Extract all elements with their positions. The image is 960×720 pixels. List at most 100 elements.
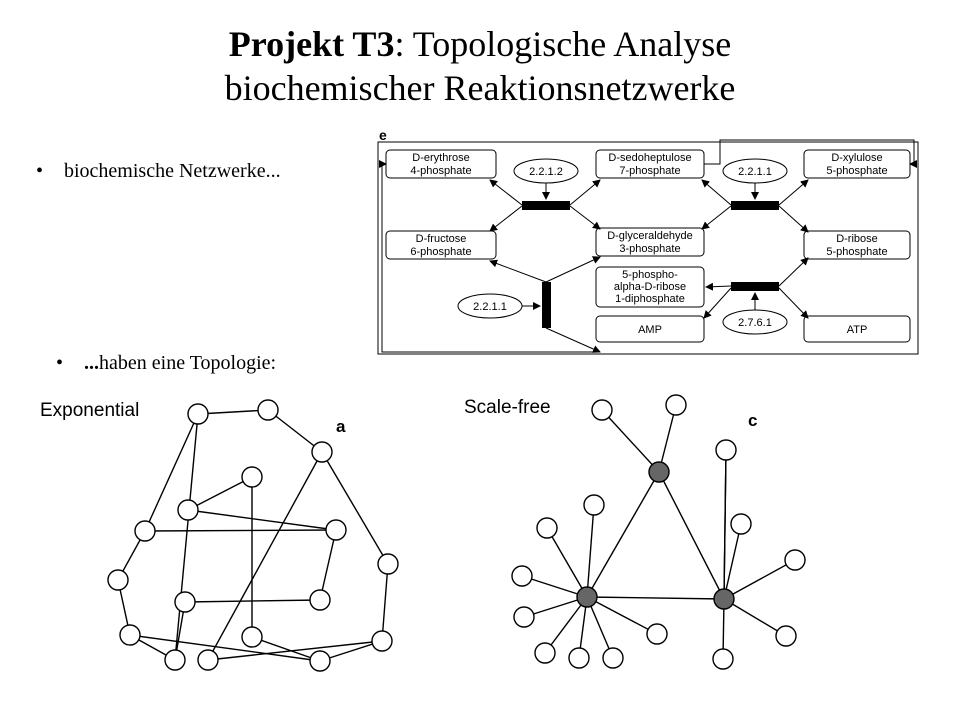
pathway-loop-arrows: [379, 139, 917, 353]
box-prpp: [595, 266, 705, 308]
network-node: [534, 642, 556, 664]
enzyme-label: 2.2.1.1: [473, 301, 507, 313]
title-bold: Projekt T3: [228, 24, 395, 64]
enzyme-label: 2.2.1.2: [529, 166, 563, 178]
box-label: D-sedoheptulose: [608, 152, 691, 164]
box-label: D-ribose: [836, 233, 878, 245]
network-node: [583, 494, 605, 516]
box-label: D-xylulose: [831, 152, 882, 164]
network-node: [309, 589, 331, 611]
network-edge: [586, 471, 660, 598]
network-edge: [187, 476, 253, 511]
network-edge: [197, 409, 269, 415]
network-edge: [174, 413, 199, 661]
network-edge: [523, 596, 588, 618]
bullet-symbol: •: [56, 352, 64, 374]
box-label: 1-diphosphate: [615, 293, 685, 305]
network-node: [646, 623, 668, 645]
network-edge: [586, 504, 595, 598]
network-edge: [144, 413, 199, 532]
exponential-panel-letter: a: [336, 417, 346, 436]
network-node: [511, 565, 533, 587]
network-edge: [586, 596, 614, 659]
bullet-prefix: ...: [84, 352, 99, 374]
network-node: [715, 439, 737, 461]
network-node: [377, 553, 399, 575]
title-rest: : Topologische Analyse: [394, 24, 732, 64]
network-edges: [117, 404, 796, 662]
hub-node: [648, 461, 670, 483]
network-node: [325, 519, 347, 541]
network-edge: [586, 596, 658, 635]
box-label: 5-phosphate: [826, 165, 887, 177]
network-node: [134, 520, 156, 542]
network-nodes: [107, 394, 806, 672]
network-node: [665, 394, 687, 416]
network-edge: [521, 575, 588, 598]
network-edge: [319, 640, 383, 662]
network-edge: [723, 449, 727, 600]
box-glyceraldehyde: [595, 227, 705, 257]
hub-node: [713, 588, 735, 610]
bullet-networks: • biochemische Netzwerke...: [36, 160, 281, 183]
network-edge: [207, 640, 383, 661]
box-label: ATP: [847, 324, 868, 336]
network-node: [241, 466, 263, 488]
pathway-frame: [377, 141, 919, 355]
reaction-bar: [542, 282, 551, 328]
network-node: [257, 399, 279, 421]
box-label: 6-phosphate: [410, 246, 471, 258]
reaction-bar: [731, 201, 779, 210]
network-node: [513, 606, 535, 628]
box-label: D-erythrose: [412, 152, 469, 164]
network-edge: [184, 599, 321, 603]
box-label: 4-phosphate: [410, 165, 471, 177]
network-node: [784, 549, 806, 571]
box-atp: [803, 315, 911, 343]
network-edge: [544, 596, 588, 654]
enzyme-label: 2.2.1.1: [738, 166, 772, 178]
network-node: [311, 441, 333, 463]
box-label: 3-phosphate: [619, 243, 680, 255]
network-edge: [723, 559, 796, 600]
box-label: alpha-D-ribose: [614, 281, 686, 293]
network-node: [197, 649, 219, 671]
box-fructose: [385, 230, 497, 260]
network-node: [309, 650, 331, 672]
bullet-topology: •...haben eine Topologie:: [56, 352, 276, 375]
bullet-symbol: •: [36, 160, 44, 182]
box-ribose: [803, 230, 911, 260]
network-node: [775, 625, 797, 647]
network-node: [107, 569, 129, 591]
pathway-arrows: [489, 179, 809, 353]
network-edge: [251, 636, 321, 662]
hub-node: [576, 586, 598, 608]
title-line-2: biochemischer Reaktionsnetzwerke: [224, 68, 736, 108]
network-node: [730, 513, 752, 535]
network-node: [536, 517, 558, 539]
network-edge: [658, 404, 677, 473]
reaction-bar: [731, 282, 779, 291]
network-node: [177, 499, 199, 521]
slide-title: Projekt T3: Topologische Analyse biochem…: [0, 22, 960, 110]
reaction-bar: [522, 201, 570, 210]
network-edge: [144, 529, 337, 532]
network-edge: [321, 451, 389, 565]
network-edge: [129, 634, 321, 662]
network-node: [187, 403, 209, 425]
network-edge: [319, 529, 337, 601]
network-node: [568, 647, 590, 669]
network-edge: [187, 509, 337, 531]
box-amp: [595, 315, 705, 343]
network-node: [164, 649, 186, 671]
bullet-text: biochemische Netzwerke...: [64, 160, 281, 182]
network-edge: [267, 409, 323, 453]
network-edge: [723, 598, 787, 637]
box-label: D-glyceraldehyde: [607, 230, 693, 242]
network-edge: [586, 596, 725, 600]
network-node: [712, 648, 734, 670]
box-label: 5-phospho-: [622, 269, 678, 281]
network-edge: [546, 527, 588, 598]
